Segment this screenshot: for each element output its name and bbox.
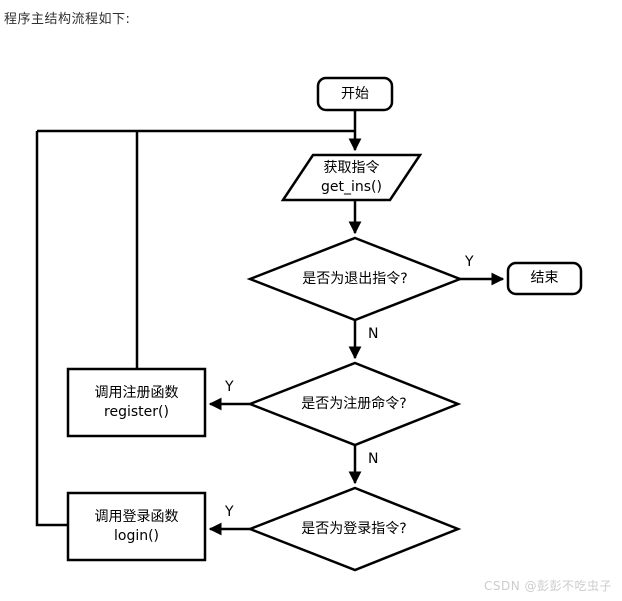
call-register-node-shape — [66, 367, 207, 438]
decision-login-shape — [246, 486, 462, 572]
page-title: 程序主结构流程如下: — [4, 12, 131, 27]
start-node-shape — [316, 76, 394, 112]
decision-exit-shape — [246, 236, 464, 322]
end-node-shape — [506, 261, 583, 296]
decision-register-shape — [246, 361, 462, 447]
edge-login-loopback — [35, 131, 68, 527]
call-login-node-shape — [66, 491, 207, 562]
get-instruction-node-shape — [280, 153, 423, 202]
watermark: CSDN @彭彭不吃虫子 — [483, 579, 612, 593]
